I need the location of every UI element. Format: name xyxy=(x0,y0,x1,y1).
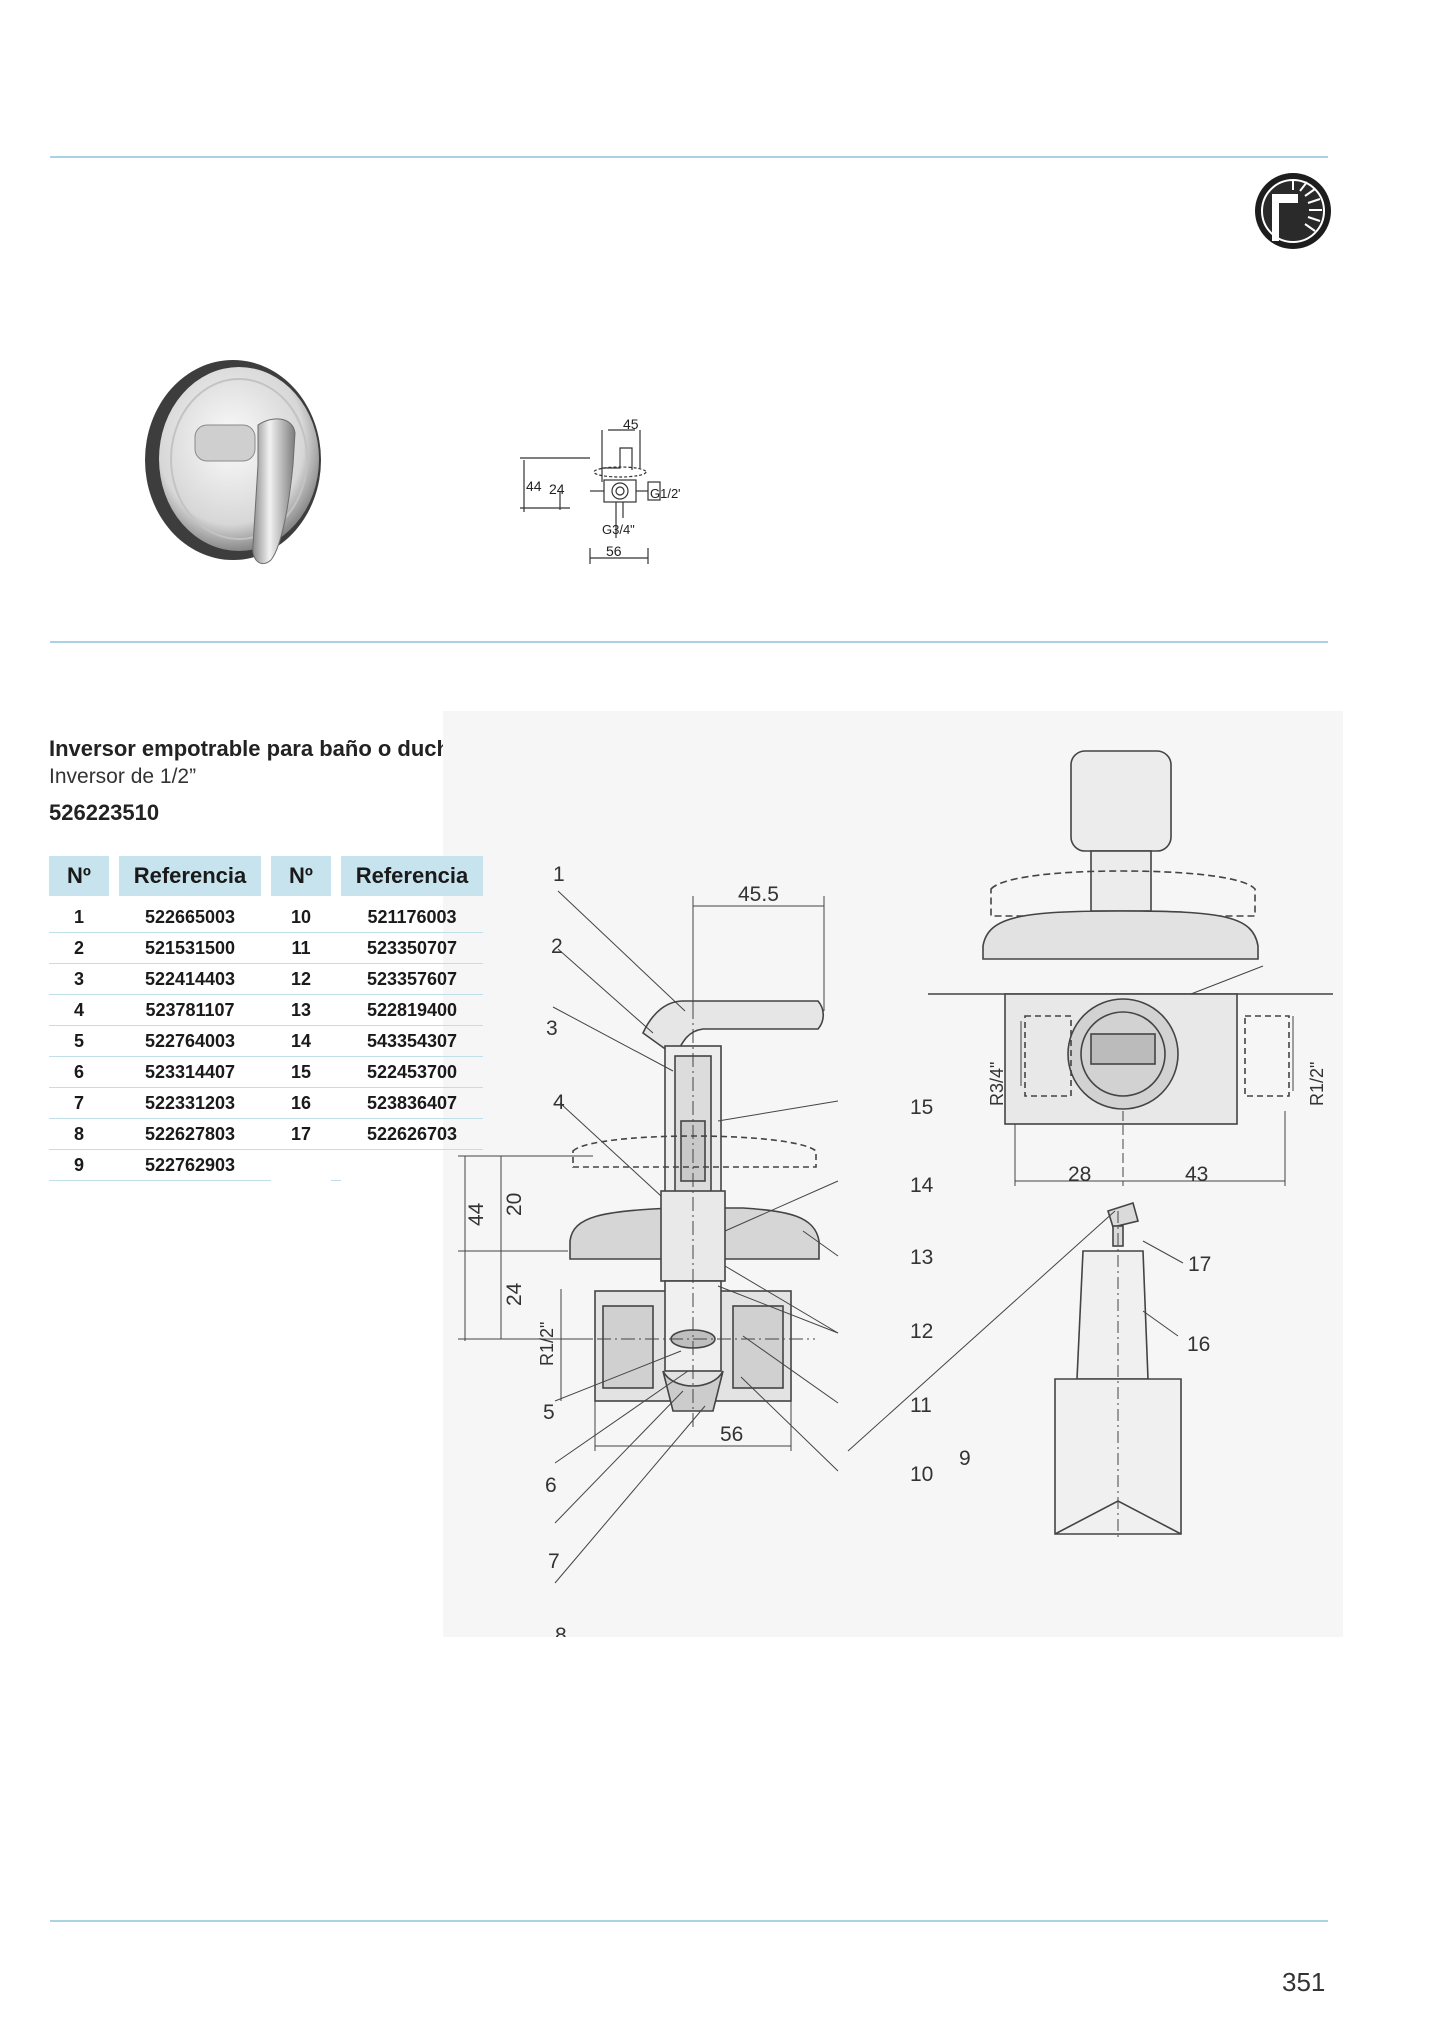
row-ref: 543354307 xyxy=(341,1026,483,1057)
callout-14: 14 xyxy=(910,1174,934,1197)
row-ref: 522453700 xyxy=(341,1057,483,1088)
row-ref: 523781107 xyxy=(119,995,261,1026)
callout-9: 9 xyxy=(959,1447,971,1470)
row-no: 8 xyxy=(49,1119,109,1150)
table-row: 4 523781107 13 522819400 xyxy=(49,995,483,1026)
dim-side-left: R3/4" xyxy=(987,1062,1007,1106)
callout-17: 17 xyxy=(1188,1253,1211,1276)
product-photo xyxy=(143,355,343,580)
row-ref: 523836407 xyxy=(341,1088,483,1119)
row-ref: 522819400 xyxy=(341,995,483,1026)
product-code: 526223510 xyxy=(49,800,160,825)
technical-drawing: 45.5 44 20 24 R1/2" 56 R3/4" R1/2" 28 43… xyxy=(443,711,1343,1637)
callout-7: 7 xyxy=(548,1550,560,1573)
row-ref: 523350707 xyxy=(341,933,483,964)
callout-5: 5 xyxy=(543,1401,555,1424)
product-title: Inversor empotrable para baño o ducha xyxy=(49,736,463,761)
bottom-rule xyxy=(50,1920,1328,1922)
shower-category-icon xyxy=(1252,170,1334,257)
table-row: 5 522764003 14 543354307 xyxy=(49,1026,483,1057)
row-no: 17 xyxy=(271,1119,331,1150)
small-dim-mid: 24 xyxy=(549,481,565,497)
row-no: 16 xyxy=(271,1088,331,1119)
row-ref: 523357607 xyxy=(341,964,483,995)
callout-13: 13 xyxy=(910,1246,933,1269)
row-ref: 522764003 xyxy=(119,1026,261,1057)
dim-height-lower: 24 xyxy=(503,1282,526,1306)
callout-4: 4 xyxy=(553,1091,565,1114)
callout-6: 6 xyxy=(545,1474,557,1497)
callout-2: 2 xyxy=(551,935,563,958)
row-no: 7 xyxy=(49,1088,109,1119)
parts-table: Nº Referencia Nº Referencia 1 522665003 … xyxy=(49,856,483,1181)
col-header-no-2: Nº xyxy=(271,856,331,896)
small-dim-height: 44 xyxy=(526,478,542,494)
row-no: 12 xyxy=(271,964,331,995)
row-no: 11 xyxy=(271,933,331,964)
callout-1: 1 xyxy=(553,863,565,886)
row-ref: 522627803 xyxy=(119,1119,261,1150)
mid-rule xyxy=(50,641,1328,643)
table-row: 1 522665003 10 521176003 xyxy=(49,896,483,933)
page-number: 351 xyxy=(1282,1967,1326,1997)
row-ref: 521531500 xyxy=(119,933,261,964)
row-no: 10 xyxy=(271,896,331,933)
table-row: 3 522414403 12 523357607 xyxy=(49,964,483,995)
col-header-ref-2: Referencia xyxy=(341,856,483,896)
col-header-no-1: Nº xyxy=(49,856,109,896)
table-row: 6 523314407 15 522453700 xyxy=(49,1057,483,1088)
callout-15: 15 xyxy=(910,1096,933,1119)
dim-height-total: 44 xyxy=(465,1202,488,1226)
product-subtitle: Inversor de 1/2” xyxy=(49,765,197,788)
callout-16: 16 xyxy=(1187,1333,1210,1356)
top-rule xyxy=(50,156,1328,158)
callout-10: 10 xyxy=(910,1463,933,1486)
row-ref: 522665003 xyxy=(119,896,261,933)
row-no: 15 xyxy=(271,1057,331,1088)
row-no: 2 xyxy=(49,933,109,964)
dim-lever-reach: 45.5 xyxy=(738,883,779,906)
table-row: 8 522627803 17 522626703 xyxy=(49,1119,483,1150)
col-header-ref-1: Referencia xyxy=(119,856,261,896)
row-no: 5 xyxy=(49,1026,109,1057)
callout-8: 8 xyxy=(555,1624,567,1637)
row-no: 1 xyxy=(49,896,109,933)
parts-table-header: Nº Referencia Nº Referencia xyxy=(49,856,483,896)
dim-height-upper: 20 xyxy=(503,1193,526,1216)
small-dim-bottom-thread: G3/4" xyxy=(602,522,635,537)
small-dim-top: 45 xyxy=(623,418,639,432)
row-no: 14 xyxy=(271,1026,331,1057)
table-row: 2 521531500 11 523350707 xyxy=(49,933,483,964)
table-row: 9 522762903 xyxy=(49,1150,483,1181)
small-dim-side: G1/2" xyxy=(650,486,680,501)
dim-body-width: 56 xyxy=(720,1423,743,1446)
table-row: 7 522331203 16 523836407 xyxy=(49,1088,483,1119)
dim-thread-left: R1/2" xyxy=(537,1322,557,1366)
row-no: 9 xyxy=(49,1150,109,1181)
row-no: 4 xyxy=(49,995,109,1026)
row-no: 6 xyxy=(49,1057,109,1088)
small-dimension-drawing: 45 44 24 G1/2" G3/4" 56 xyxy=(520,416,683,573)
row-ref: 522626703 xyxy=(341,1119,483,1150)
small-dim-width: 56 xyxy=(606,543,622,559)
callout-11: 11 xyxy=(910,1394,932,1417)
row-no: 13 xyxy=(271,995,331,1026)
dim-side-w2: 43 xyxy=(1185,1163,1208,1186)
row-ref: 522414403 xyxy=(119,964,261,995)
dim-side-w1: 28 xyxy=(1068,1163,1091,1186)
row-ref: 521176003 xyxy=(341,896,483,933)
row-ref: 522762903 xyxy=(119,1150,261,1181)
callout-3: 3 xyxy=(546,1017,558,1040)
row-no: 3 xyxy=(49,964,109,995)
callout-12: 12 xyxy=(910,1320,933,1343)
row-ref: 522331203 xyxy=(119,1088,261,1119)
row-ref: 523314407 xyxy=(119,1057,261,1088)
dim-side-right: R1/2" xyxy=(1307,1062,1327,1106)
